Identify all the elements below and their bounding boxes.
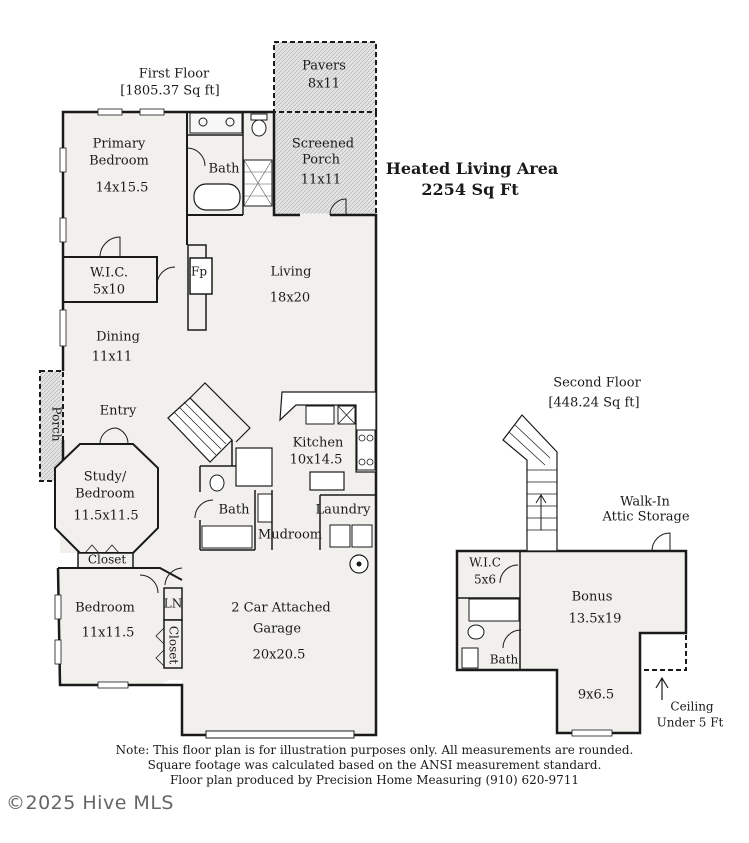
study-size: 11.5x11.5 — [73, 508, 139, 524]
laundry-label: Laundry — [315, 502, 371, 518]
garage-floor — [182, 550, 376, 735]
disclaimer-note: Note: This floor plan is for illustratio… — [0, 743, 749, 788]
screened-porch-label-2: Porch — [302, 152, 340, 168]
pavers-floor — [273, 41, 377, 113]
screened-porch-floor — [274, 112, 376, 215]
wic-label: W.I.C. — [89, 265, 129, 281]
garage-label-2: Garage — [252, 621, 302, 637]
nook-size: 9x6.5 — [577, 687, 615, 703]
first-floor-title: First Floor — [138, 66, 210, 82]
primary-bedroom-label-1: Primary — [92, 136, 146, 152]
bedroom-closet-label: Closet — [166, 625, 181, 665]
pavers-label: Pavers — [302, 58, 346, 74]
second-floor — [455, 414, 688, 737]
bonus-size: 13.5x19 — [568, 611, 622, 627]
note-line-1: Note: This floor plan is for illustratio… — [115, 743, 634, 757]
fireplace-label: Fp — [190, 264, 208, 279]
note-line-3: Floor plan produced by Precision Home Me… — [169, 773, 580, 787]
second-floor-title: Second Floor — [553, 375, 641, 391]
wic-size: 5x10 — [92, 282, 126, 298]
primary-bedroom-label-2: Bedroom — [89, 153, 149, 169]
entry-label: Entry — [99, 403, 137, 419]
heated-area-title: Heated Living Area — [385, 159, 559, 178]
second-floor-area: [448.24 Sq ft] — [548, 395, 640, 411]
porch-label: Porch — [49, 406, 64, 442]
ceiling-label-1: Ceiling — [670, 699, 714, 714]
hall-bath-label: Bath — [218, 502, 250, 518]
dining-size: 11x11 — [91, 349, 133, 365]
study-label-1: Study/ — [83, 469, 127, 485]
mudroom-label: Mudroom — [257, 527, 323, 543]
garage-size: 20x20.5 — [252, 647, 306, 663]
living-size: 18x20 — [269, 290, 311, 306]
dining-label: Dining — [96, 329, 140, 345]
study-label-2: Bedroom — [75, 486, 135, 502]
bonus-label: Bonus — [571, 589, 613, 605]
heated-area-value: 2254 Sq Ft — [421, 180, 519, 199]
first-floor-area: [1805.37 Sq ft] — [120, 83, 220, 99]
attic-label-1: Walk-In — [620, 494, 670, 510]
upper-wic-size: 5x6 — [473, 572, 497, 587]
attic-label-2: Attic Storage — [602, 509, 690, 525]
screened-porch-size: 11x11 — [300, 172, 342, 188]
living-label: Living — [270, 264, 312, 280]
upper-wic-label: W.I.C — [469, 555, 501, 570]
kitchen-size: 10x14.5 — [289, 452, 343, 468]
bedroom-size: 11x11.5 — [81, 625, 135, 641]
stairs-first-floor — [167, 382, 268, 467]
upper-bath-label: Bath — [489, 652, 519, 667]
pavers-size: 8x11 — [307, 76, 341, 92]
note-line-2: Square footage was calculated based on t… — [147, 758, 602, 772]
second-floor-interior — [455, 549, 688, 735]
watermark: ©2025 Hive MLS — [6, 792, 174, 814]
screened-porch-label-1: Screened — [291, 136, 355, 152]
garage-label-1: 2 Car Attached — [231, 600, 331, 616]
first-floor — [39, 41, 378, 739]
primary-bath-label: Bath — [208, 161, 240, 177]
bedroom-label: Bedroom — [75, 600, 135, 616]
ceiling-label-2: Under 5 Ft — [656, 715, 724, 730]
primary-bedroom-size: 14x15.5 — [95, 180, 149, 196]
kitchen-label: Kitchen — [292, 435, 344, 451]
front-porch-floor — [39, 370, 64, 482]
study-closet-label: Closet — [87, 552, 127, 567]
linen-label: LN — [163, 596, 183, 611]
